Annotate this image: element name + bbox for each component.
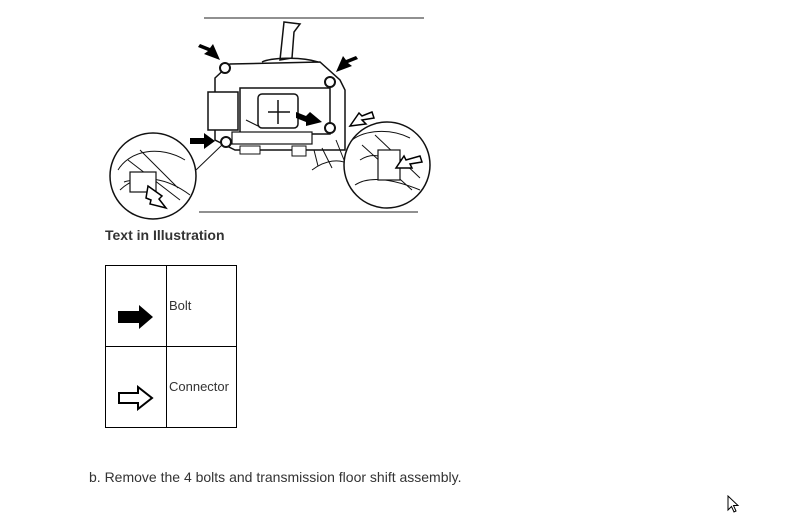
- illustration-legend-table: Bolt Connector: [105, 265, 237, 428]
- legend-icon-cell: [105, 265, 167, 347]
- illustration-legend-heading: Text in Illustration: [105, 227, 225, 243]
- legend-row-connector: Connector: [105, 346, 237, 428]
- procedure-step-text: b. Remove the 4 bolts and transmission f…: [89, 469, 462, 485]
- mouse-pointer-icon: [727, 495, 740, 513]
- legend-row-bolt: Bolt: [105, 265, 237, 347]
- legend-icon-cell: [105, 346, 167, 428]
- legend-label-bolt: Bolt: [166, 265, 237, 347]
- outline-arrow-icon: [118, 385, 154, 411]
- solid-arrow-icon: [118, 305, 153, 329]
- transmission-floor-shift-illustration: [109, 17, 431, 220]
- legend-label-connector: Connector: [166, 346, 237, 428]
